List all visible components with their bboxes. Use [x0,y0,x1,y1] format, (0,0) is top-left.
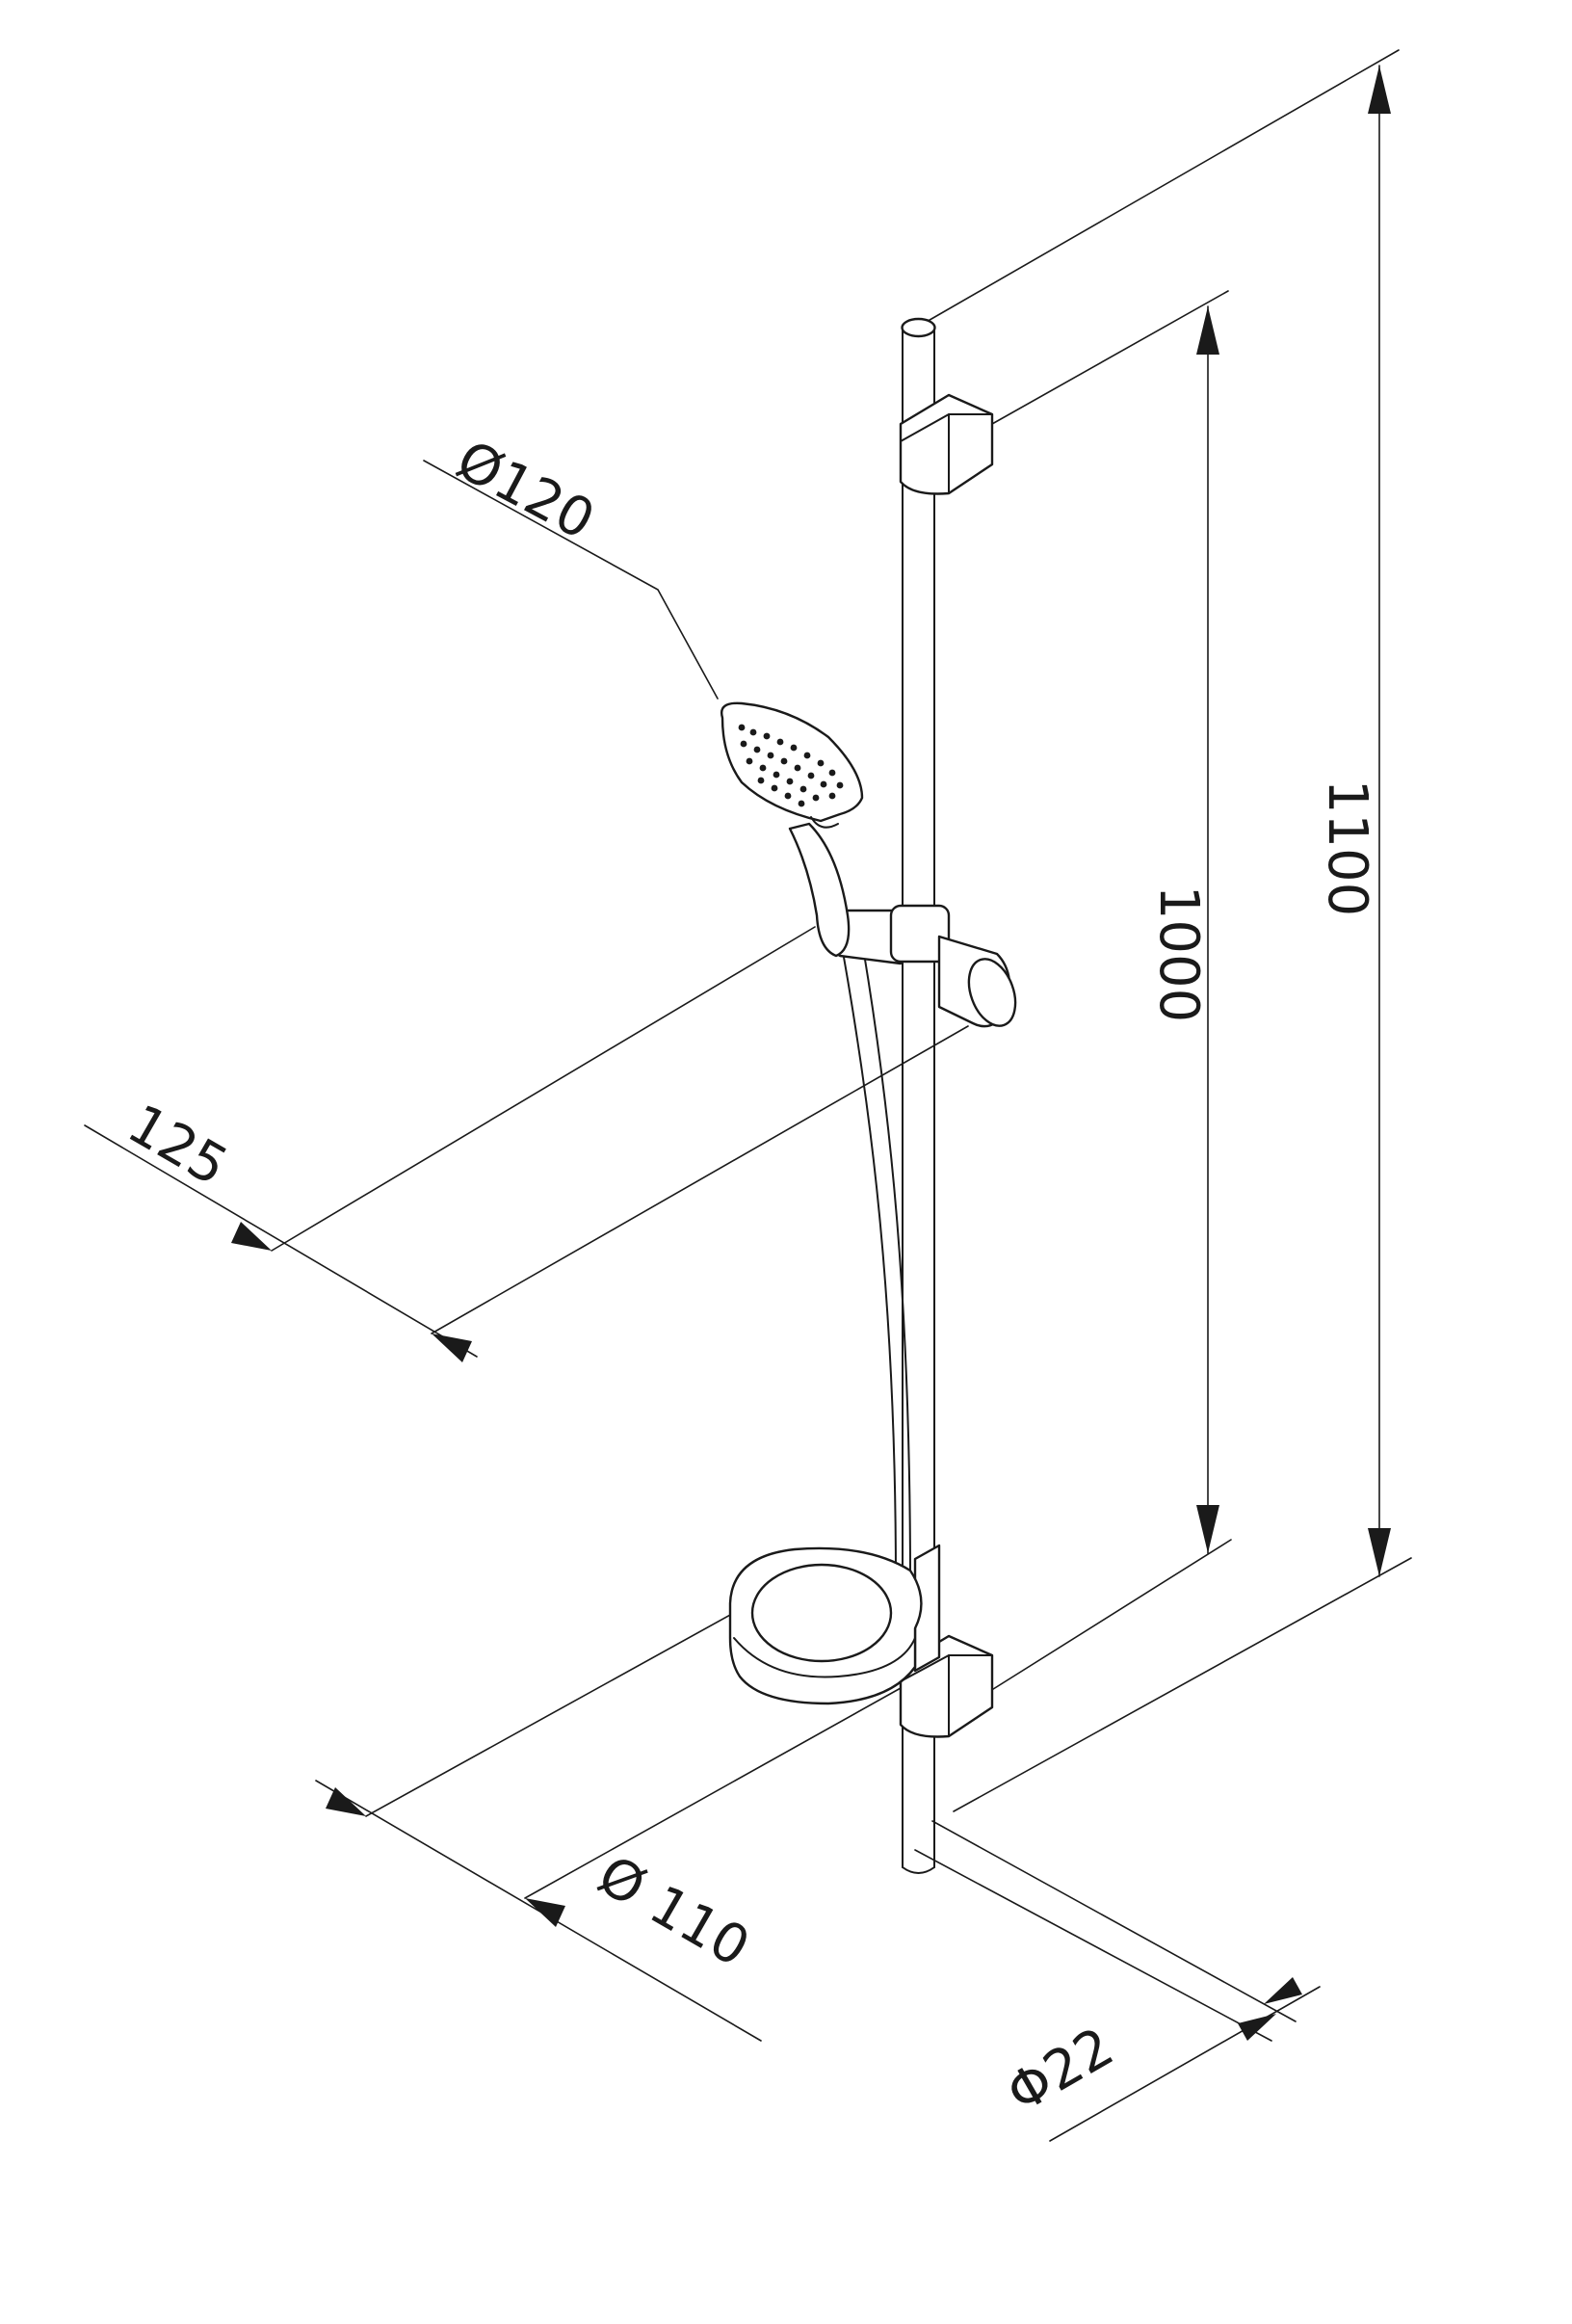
arrow-head-top [1368,66,1391,114]
nozzle [786,778,794,785]
nozzle [767,752,774,759]
upper-wall-bracket [899,393,994,495]
arrow-head-bottom [1196,1505,1219,1553]
label-head-diameter: Ø120 [446,429,604,552]
nozzle [780,757,788,765]
dimension-bar-length: 1000 [982,290,1232,1697]
extension-line-lower [431,1025,969,1334]
spray-nozzles [738,724,844,807]
hose-edge-left [837,924,897,1581]
bar-bottom-end [902,1866,935,1874]
nozzle [790,744,798,752]
bar-top-cap [901,317,936,338]
holder-sleeve [889,904,951,964]
leader-line [423,460,719,700]
nozzle [784,792,792,800]
dish-rim-lower [733,1637,916,1678]
label-bar-length: 1000 [1147,885,1210,1023]
nozzle [820,780,827,788]
extension-line-left [365,1603,750,1817]
hand-shower-handle [788,822,851,958]
dish-inner-opening [750,1563,893,1663]
nozzle [803,752,811,759]
label-arm-length: 125 [118,1093,238,1199]
arrow-head-lower [1238,2014,1276,2041]
extension-line-top [924,49,1400,324]
dimension-head-diameter: Ø120 [423,429,719,700]
sliding-holder [820,904,1017,1028]
arrow-head-upper [1264,1977,1302,2004]
dimension-line [84,1124,478,1358]
dimension-arm-length: 125 [84,926,969,1362]
nozzle [807,772,815,779]
nozzle [836,781,844,789]
shower-hose [837,924,911,1581]
nozzle [753,746,761,753]
arrow-head-top [1196,306,1219,355]
arrow-head-bottom [1368,1528,1391,1576]
nozzle [828,792,836,800]
extension-line-top [991,290,1229,425]
dimension-line [1049,1986,1321,2142]
nozzle [749,728,757,736]
head-outer [720,701,864,823]
arrow-head-left [231,1222,272,1251]
nozzle [799,785,807,793]
dimension-bar-diameter: Φ22 [914,1820,1321,2142]
nozzle [812,794,820,802]
nozzle [828,769,836,777]
nozzle [746,757,753,765]
arrow-head-right [525,1898,565,1927]
upper-bracket-body [899,393,994,495]
nozzle [771,784,778,792]
extension-line-bottom [953,1557,1412,1812]
nozzle [817,759,825,767]
nozzle [763,732,771,740]
soap-dish [728,1544,941,1705]
nozzle [776,738,784,746]
extension-line-right [524,1687,902,1899]
nozzle [759,764,767,772]
nozzle [757,777,765,784]
nozzle [798,800,805,807]
hand-shower-head [720,701,864,829]
arrow-head-left [326,1787,366,1816]
hose-edge-right [858,924,911,1581]
extension-line-upper [271,926,816,1252]
extension-line-right [931,1820,1297,2022]
label-dish-diameter: Ø 110 [588,1844,760,1980]
label-total-height: 1100 [1316,779,1378,917]
extension-line-left [914,1849,1272,2042]
arrow-head-right [432,1334,472,1362]
nozzle [738,724,746,731]
holder-knob-cap [967,958,1017,1027]
extension-line-bottom [982,1539,1232,1697]
handle-body [788,822,851,958]
nozzle [773,771,780,779]
dimension-total-height: 1100 [924,49,1412,1812]
nozzle [794,764,801,772]
nozzle [740,740,747,748]
head-neck [810,816,839,829]
